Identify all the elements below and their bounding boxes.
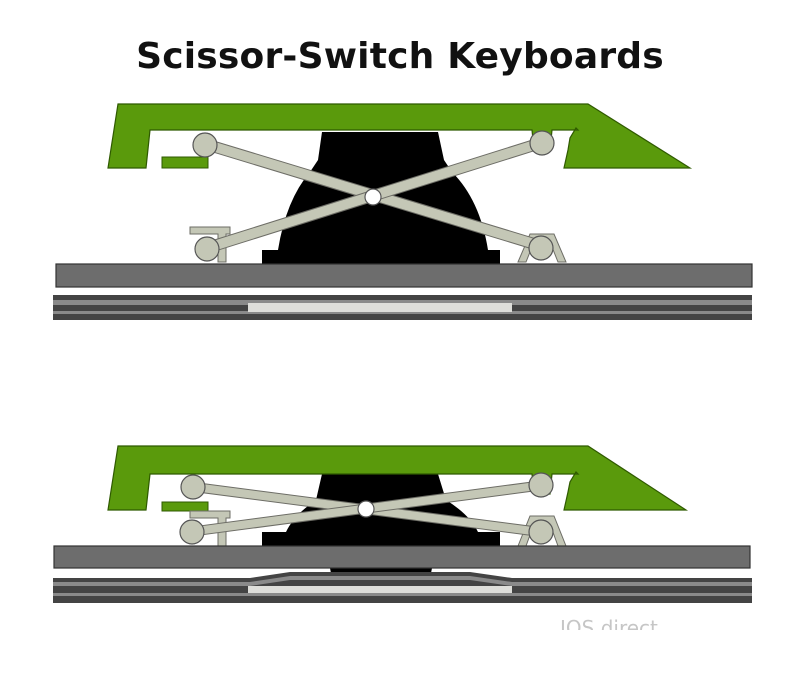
pivot-top-left-pressed — [180, 474, 206, 500]
pivot-bottom-left-pressed — [179, 519, 205, 545]
diagram-title: Scissor-Switch Keyboards — [136, 36, 664, 77]
pivot-bottom-right — [528, 235, 554, 261]
base-plate-pressed — [53, 545, 751, 569]
pivot-top-right — [529, 130, 555, 156]
key-up-assembly — [53, 103, 753, 320]
membrane-gap — [248, 303, 512, 312]
membrane-layers-pressed — [53, 572, 752, 603]
base-plate — [55, 263, 753, 288]
keycap — [107, 103, 693, 169]
center-pivot-pressed — [357, 500, 375, 518]
pivot-bottom-left — [194, 236, 220, 262]
membrane-layers — [53, 295, 752, 320]
pivot-top-left — [192, 132, 218, 158]
center-pivot — [364, 188, 382, 206]
pivot-top-right-pressed — [528, 472, 554, 498]
keycap-latch-pressed — [161, 501, 209, 512]
key-down-assembly — [53, 445, 752, 603]
pivot-bottom-right-pressed — [528, 519, 554, 545]
membrane-gap-pressed — [248, 586, 512, 593]
left-retainer-clip — [189, 226, 231, 263]
watermark: IOS direct — [560, 616, 658, 630]
keycap-latch — [161, 156, 209, 169]
